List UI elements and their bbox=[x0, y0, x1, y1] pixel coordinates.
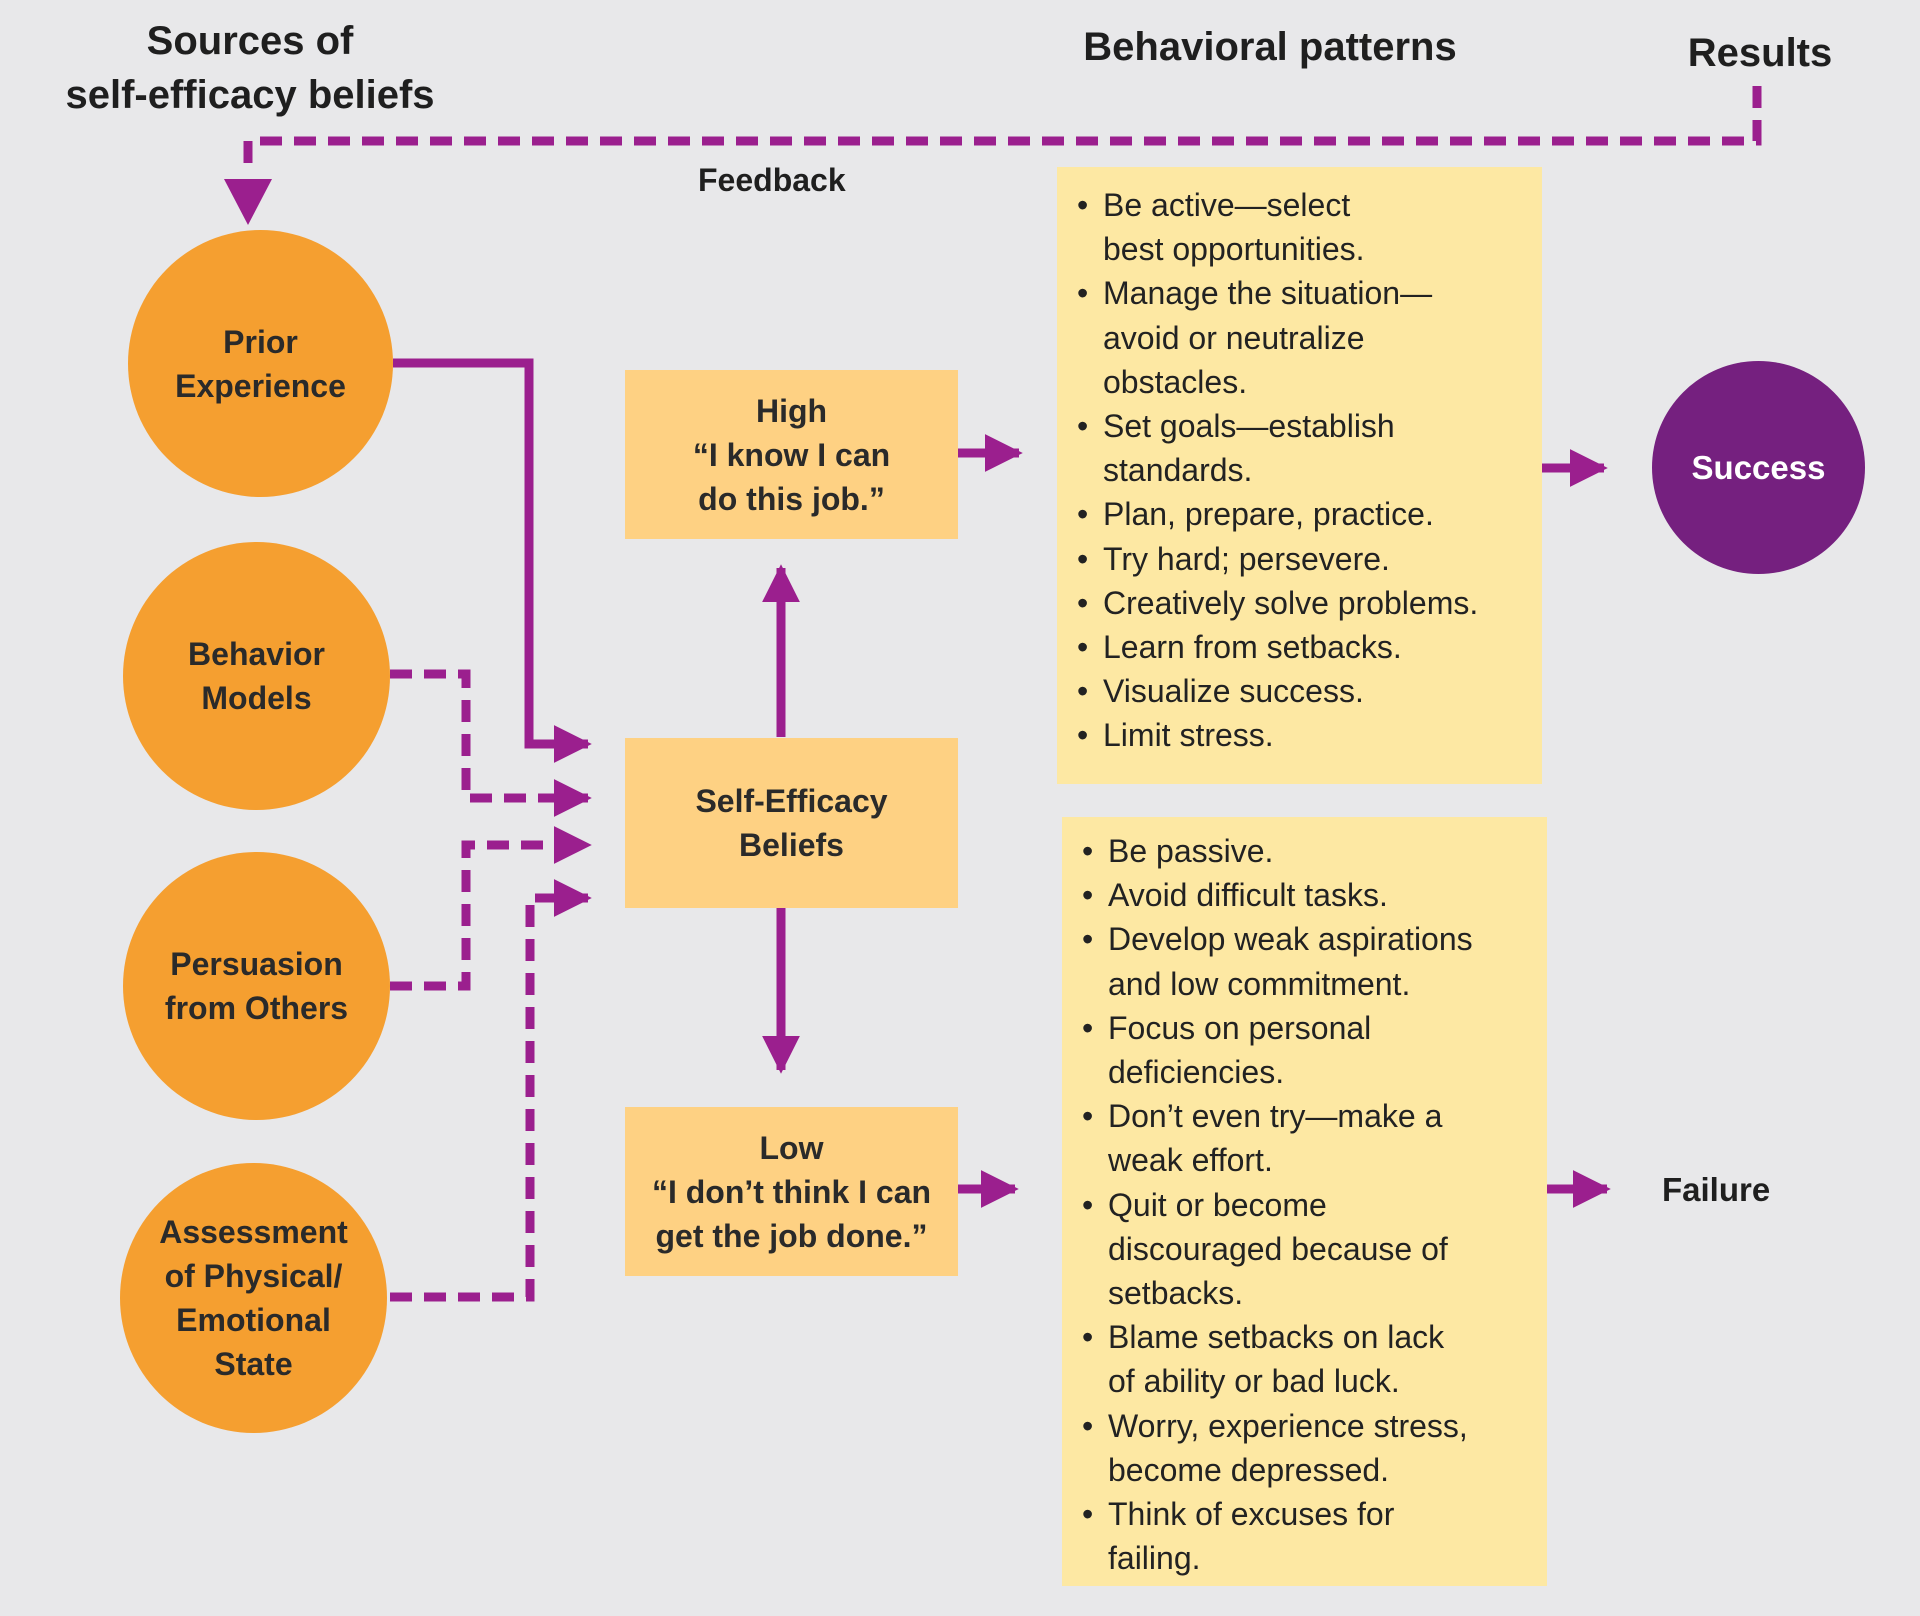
high-efficacy-box: High “I know I can do this job.” bbox=[625, 370, 958, 539]
header-sources: Sources of self-efficacy beliefs bbox=[65, 19, 435, 117]
behavior-models-connector bbox=[390, 669, 592, 817]
high-pattern-item: Set goals—establish standards. bbox=[1075, 404, 1532, 492]
low-pattern-item: Worry, experience stress, become depress… bbox=[1080, 1404, 1537, 1492]
failure-label: Failure bbox=[1662, 1171, 1771, 1208]
low-pattern-item: Blame setbacks on lack of ability or bad… bbox=[1080, 1315, 1537, 1403]
low-patterns-panel: Be passive.Avoid difficult tasks.Develop… bbox=[1062, 817, 1547, 1586]
low-pattern-item: Develop weak aspirations and low commitm… bbox=[1080, 917, 1537, 1005]
high-pattern-item: Learn from setbacks. bbox=[1075, 625, 1532, 669]
low-pattern-item: Don’t even try—make a weak effort. bbox=[1080, 1094, 1537, 1182]
header-results: Results bbox=[1687, 31, 1833, 75]
low-pattern-item: Quit or become discouraged because of se… bbox=[1080, 1183, 1537, 1316]
low-efficacy-box: Low “I don’t think I can get the job don… bbox=[625, 1107, 958, 1276]
persuasion-connector bbox=[390, 826, 592, 991]
high-pattern-item: Be active—select best opportunities. bbox=[1075, 183, 1532, 271]
high-pattern-item: Visualize success. bbox=[1075, 669, 1532, 713]
low-pattern-item: Focus on personal deficiencies. bbox=[1080, 1006, 1537, 1094]
source-prior-experience: Prior Experience bbox=[128, 230, 393, 497]
high-patterns-list: Be active—select best opportunities.Mana… bbox=[1075, 183, 1532, 758]
low-patterns-list: Be passive.Avoid difficult tasks.Develop… bbox=[1080, 829, 1537, 1580]
feedback-loop-line bbox=[243, 86, 1762, 172]
high-pattern-item: Plan, prepare, practice. bbox=[1075, 492, 1532, 536]
high-pattern-item: Limit stress. bbox=[1075, 713, 1532, 757]
self-efficacy-beliefs-box: Self-Efficacy Beliefs bbox=[625, 738, 958, 908]
high-patterns-panel: Be active—select best opportunities.Mana… bbox=[1057, 167, 1542, 784]
source-behavior-models: Behavior Models bbox=[123, 542, 390, 810]
high-pattern-item: Try hard; persevere. bbox=[1075, 537, 1532, 581]
header-behavioral-patterns: Behavioral patterns bbox=[1083, 25, 1457, 69]
assessment-connector bbox=[390, 879, 592, 1302]
prior-experience-connector bbox=[393, 358, 592, 763]
source-assessment-physical-emotional-state: Assessment of Physical/ Emotional State bbox=[120, 1163, 387, 1433]
high-pattern-item: Manage the situation— avoid or neutraliz… bbox=[1075, 271, 1532, 404]
low-pattern-item: Think of excuses for failing. bbox=[1080, 1492, 1537, 1580]
low-pattern-item: Avoid difficult tasks. bbox=[1080, 873, 1537, 917]
high-pattern-item: Creatively solve problems. bbox=[1075, 581, 1532, 625]
source-persuasion-from-others: Persuasion from Others bbox=[123, 852, 390, 1120]
feedback-arrowhead bbox=[224, 179, 272, 225]
success-circle: Success bbox=[1652, 361, 1865, 574]
feedback-label: Feedback bbox=[698, 162, 846, 198]
low-pattern-item: Be passive. bbox=[1080, 829, 1537, 873]
